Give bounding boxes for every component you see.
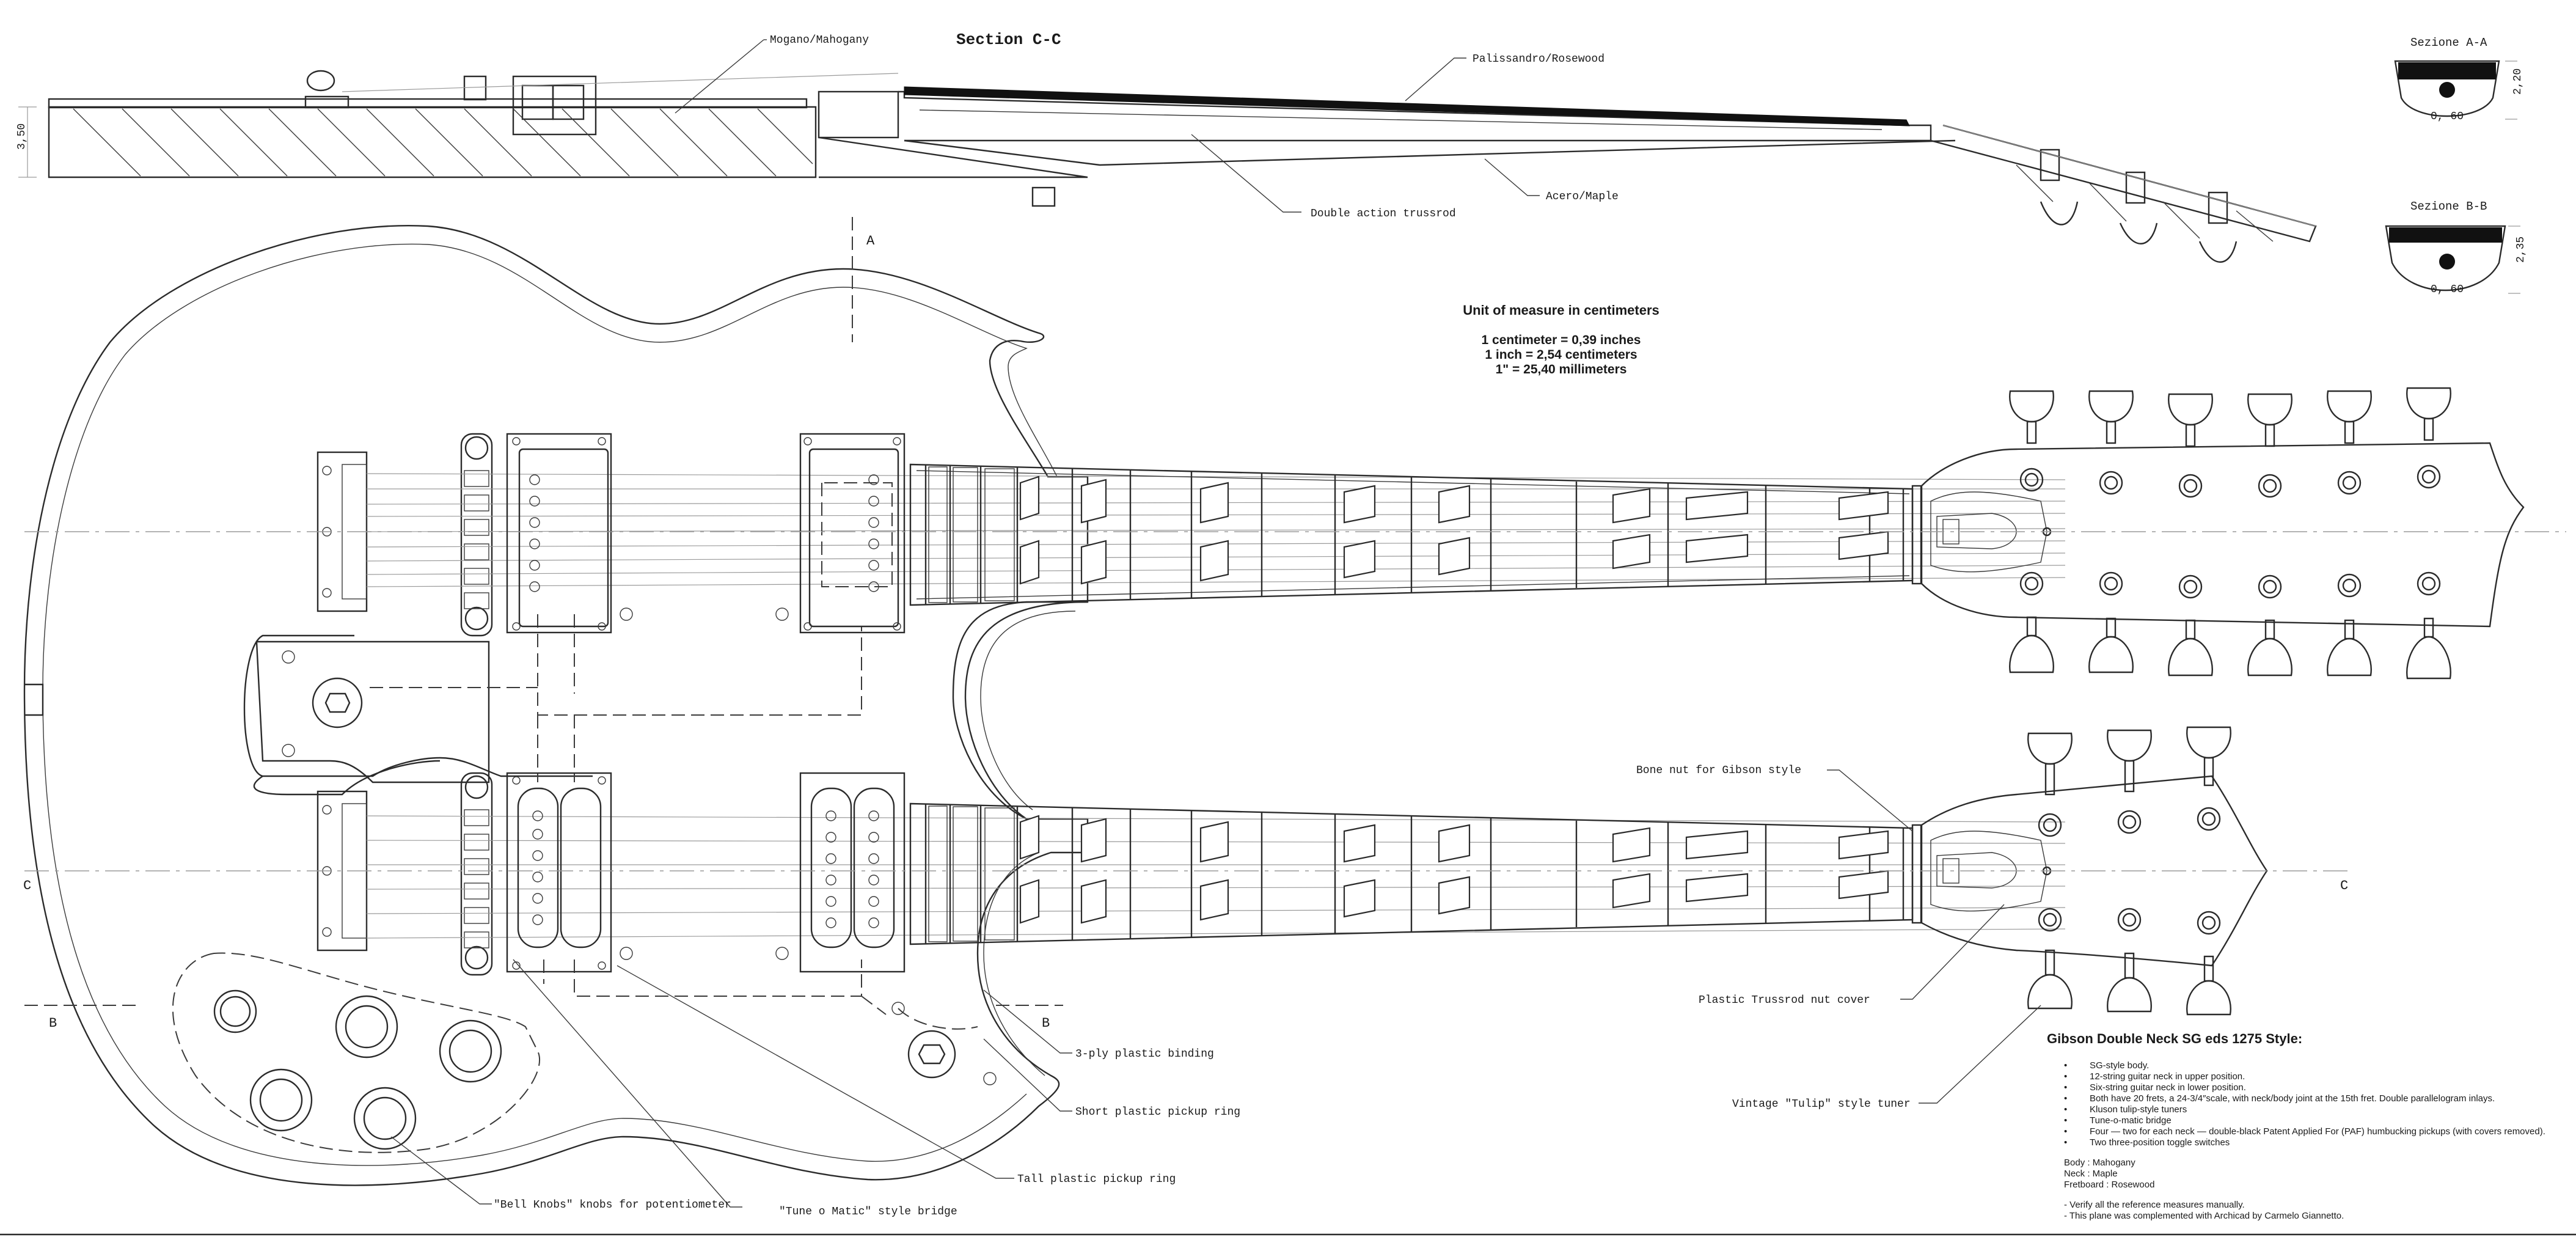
- trussrod-side: [919, 109, 1883, 130]
- spec-bullet-8: Two three-position toggle switches: [2090, 1137, 2230, 1148]
- spec-title: Gibson Double Neck SG eds 1275 Style:: [2047, 1031, 2302, 1046]
- side-section-view: 3,50: [16, 70, 2317, 263]
- label-tulip-tuner: Vintage "Tulip" style tuner: [1732, 1098, 1911, 1110]
- knob-4: [249, 1068, 313, 1132]
- neck-heel-block: [818, 90, 899, 139]
- label-short-ring: Short plastic pickup ring: [1075, 1106, 1240, 1118]
- headstock-side: [1930, 124, 2317, 243]
- label-mahogany: Mogano/Mahogany: [770, 34, 869, 46]
- spec-bullet-2: 12-string guitar neck in upper position.: [2090, 1071, 2245, 1082]
- section-bb-height: 2,35: [2515, 237, 2527, 263]
- spec-bullet-6: Tune-o-matic bridge: [2090, 1115, 2172, 1126]
- knob-2: [335, 995, 398, 1058]
- svg-text:•: •: [2064, 1060, 2067, 1071]
- side-thickness-dim: 3,50: [16, 123, 28, 150]
- spec-notes: - Verify all the reference measures manu…: [2064, 1200, 2344, 1221]
- body-side-profile: [48, 106, 817, 178]
- svg-text:•: •: [2064, 1137, 2067, 1148]
- units-line-3: 1" = 25,40 millimeters: [1496, 362, 1627, 376]
- label-binding: 3-ply plastic binding: [1075, 1048, 1214, 1060]
- knob-3: [439, 1019, 502, 1083]
- knob-1: [213, 989, 257, 1033]
- label-trussrod-cover: Plastic Trussrod nut cover: [1699, 994, 1870, 1007]
- lower-tom-bridge: [460, 772, 493, 976]
- section-bb-width: 0, 60: [2431, 284, 2464, 296]
- lower-neck-6-string: [24, 726, 2352, 1016]
- spec-bullets: • SG-style body. • 12-string guitar neck i…: [2064, 1060, 2545, 1148]
- label-tom-bridge: "Tune o Matic" style bridge: [779, 1206, 957, 1218]
- spec-bullet-1: SG-style body.: [2090, 1060, 2149, 1071]
- upper-nut: [1911, 485, 1922, 585]
- label-maple: Acero/Maple: [1546, 191, 1619, 203]
- svg-text:•: •: [2064, 1115, 2067, 1126]
- spec-bullet-7: Four — two for each neck — double-black …: [2090, 1126, 2545, 1137]
- section-title: Section C-C: [956, 31, 1061, 49]
- lower-bridge-pickup-ring: [506, 772, 612, 973]
- section-marker-b-right: B: [1042, 1016, 1050, 1031]
- label-tall-ring: Tall plastic pickup ring: [1017, 1173, 1176, 1186]
- units-title: Unit of measure in centimeters: [1463, 303, 1659, 318]
- section-marker-a: A: [866, 233, 875, 249]
- svg-text:•: •: [2064, 1104, 2067, 1115]
- spec-material-body: Body : Mahogany: [2064, 1157, 2135, 1168]
- label-trussrod: Double action trussrod: [1311, 208, 1456, 220]
- leader-lines: [390, 39, 2041, 1208]
- spec-bullet-3: Six-string guitar neck in lower position…: [2090, 1082, 2246, 1093]
- pickguard-outline: [172, 952, 541, 1153]
- section-bb-title: Sezione B-B: [2410, 200, 2487, 213]
- spec-note-2: - This plane was complemented with Archi…: [2064, 1211, 2344, 1221]
- body-outline: [23, 225, 1089, 1186]
- section-aa-title: Sezione A-A: [2410, 36, 2487, 50]
- section-marker-c-left: C: [23, 878, 31, 893]
- section-marker-b-left: B: [49, 1016, 57, 1031]
- svg-text:•: •: [2064, 1093, 2067, 1104]
- spec-bullet-4: Both have 20 frets, a 24-3/4″scale, with…: [2090, 1093, 2495, 1104]
- upper-neck-pickup-ring: [799, 433, 906, 634]
- upper-bridge-pickup-ring: [506, 433, 612, 634]
- knob-5: [353, 1087, 417, 1150]
- upper-tom-bridge: [460, 433, 493, 637]
- label-bell-knobs: "Bell Knobs" knobs for potentiometer: [494, 1199, 731, 1211]
- front-body-view: [23, 217, 1089, 1186]
- tuner-side-knob: [304, 95, 349, 109]
- svg-text:•: •: [2064, 1126, 2067, 1137]
- labels: Section C-C Mogano/Mahogany Palissandro/…: [23, 31, 2545, 1221]
- section-aa-height: 2,20: [2512, 68, 2524, 95]
- upper-neck-12-string: [24, 387, 2566, 680]
- svg-text:•: •: [2064, 1071, 2067, 1082]
- svg-text:•: •: [2064, 1082, 2067, 1093]
- upper-headstock: [1920, 442, 2525, 628]
- lower-neck-pickup-ring: [799, 772, 906, 973]
- section-aa: Sezione A-A 2,20 0, 60: [2394, 36, 2524, 123]
- units-line-2: 1 inch = 2,54 centimeters: [1485, 348, 1637, 362]
- label-rosewood: Palissandro/Rosewood: [1473, 53, 1605, 65]
- spec-materials: Body : Mahogany Neck : Maple Fretboard :…: [2064, 1157, 2154, 1190]
- spec-material-fretboard: Fretboard : Rosewood: [2064, 1179, 2154, 1190]
- label-bone-nut: Bone nut for Gibson style: [1636, 765, 1801, 777]
- section-aa-width: 0, 60: [2431, 111, 2464, 123]
- spec-bullet-5: Kluson tulip-style tuners: [2090, 1104, 2187, 1115]
- body-top-cap: [48, 98, 808, 109]
- spec-note-1: - Verify all the reference measures manu…: [2064, 1200, 2245, 1210]
- output-jack: [907, 1030, 956, 1079]
- spec-material-neck: Neck : Maple: [2064, 1168, 2118, 1179]
- section-bb: Sezione B-B 2,35 0, 60: [2385, 200, 2527, 296]
- section-marker-c-right: C: [2340, 878, 2348, 893]
- fretboard-side: [904, 86, 1910, 127]
- pickup-side-block: [512, 75, 597, 136]
- units-line-1: 1 centimeter = 0,39 inches: [1482, 333, 1641, 347]
